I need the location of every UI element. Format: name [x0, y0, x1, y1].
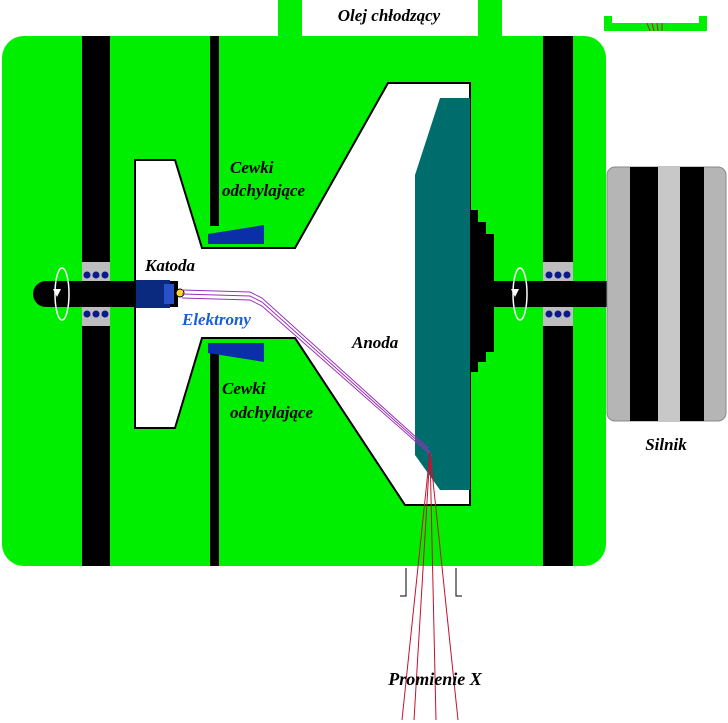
motor-band-center — [658, 167, 680, 421]
label-xrays: Promienie X — [387, 669, 482, 689]
oil-inlet-left-wall — [278, 0, 302, 40]
deflection-coil-top — [208, 225, 264, 244]
left-rotation-arrowhead — [53, 289, 61, 297]
wall-left-lower — [82, 326, 110, 566]
motor-band-2 — [680, 167, 704, 421]
electron-beam — [181, 289, 433, 457]
bearing-balls — [83, 271, 571, 318]
label-deflection-coils-bottom-2: odchylające — [230, 403, 314, 422]
label-deflection-coils-top-1: Cewki — [230, 158, 274, 177]
label-deflection-coils-bottom-1: Cewki — [222, 379, 266, 398]
label-cooling-oil: Olej chłodzący — [338, 6, 441, 25]
right-rotation-arrowhead — [511, 289, 519, 297]
wall-mid-lower — [210, 352, 219, 566]
top-right-bracket — [604, 16, 707, 31]
label-motor: Silnik — [645, 435, 687, 454]
vacuum-envelope — [134, 82, 471, 506]
label-anode: Anoda — [351, 333, 399, 352]
label-cathode: Katoda — [144, 256, 196, 275]
right-rotation-arrow — [512, 267, 528, 321]
anode-target — [415, 98, 470, 490]
wall-right-lower — [543, 326, 573, 566]
deflection-coil-bottom — [208, 343, 264, 362]
right-shaft — [494, 281, 612, 307]
wall-mid-upper — [210, 36, 219, 226]
label-electrons: Elektrony — [181, 310, 251, 329]
exit-window — [400, 568, 462, 597]
bracket-wires — [646, 22, 663, 32]
wall-left-upper — [82, 36, 110, 262]
cathode-cup — [164, 284, 174, 304]
motor-band-1 — [630, 167, 658, 421]
wall-right-upper — [543, 36, 573, 262]
label-deflection-coils-top-2: odchylające — [222, 181, 306, 200]
xray-beams — [401, 451, 459, 721]
left-rotation-arrow — [54, 267, 70, 321]
anode-hub — [470, 210, 494, 372]
oil-inlet-right-wall — [478, 0, 502, 40]
cathode-filament — [175, 288, 185, 298]
